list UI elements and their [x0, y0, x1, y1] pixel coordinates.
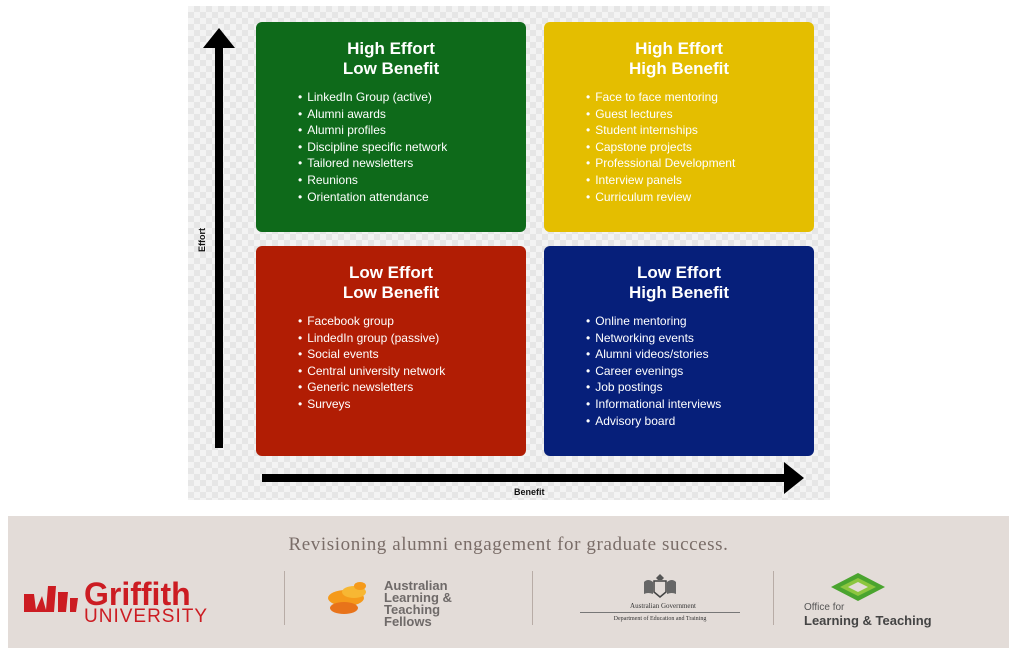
list-item: Facebook group [298, 313, 526, 330]
quadrant-title-line2: Low Benefit [342, 59, 440, 78]
x-axis-arrowhead-icon [784, 462, 804, 494]
list-item: Job postings [586, 379, 814, 396]
list-item: Reunions [298, 172, 526, 189]
altf-mark-icon [328, 582, 366, 614]
altf-wordmark: Australian Learning & Teaching Fellows [384, 578, 452, 629]
quadrant-item-list: Facebook group LindedIn group (passive) … [256, 313, 526, 413]
y-axis-arrowhead-icon [203, 28, 235, 48]
griffith-university-logo: Griffith UNIVERSITY [22, 576, 262, 627]
griffith-subtitle: UNIVERSITY [84, 606, 209, 627]
quadrant-item-list: Online mentoring Networking events Alumn… [544, 313, 814, 429]
australian-government-logo: Australian Government Department of Educ… [560, 572, 760, 630]
tagline: Revisioning alumni engagement for gradua… [288, 534, 729, 555]
list-item: Alumni profiles [298, 122, 526, 139]
altf-logo: Australian Learning & Teaching Fellows [322, 576, 492, 628]
quadrant-title: High Effort Low Benefit [256, 39, 526, 79]
coat-of-arms-icon [644, 574, 676, 598]
quadrant-high-effort-low-benefit: High Effort Low Benefit LinkedIn Group (… [256, 22, 526, 232]
list-item: Informational interviews [586, 396, 814, 413]
list-item: Discipline specific network [298, 139, 526, 156]
altf-line: Learning & [384, 590, 452, 605]
list-item: Online mentoring [586, 313, 814, 330]
list-item: Face to face mentoring [586, 89, 814, 106]
list-item: Alumni videos/stories [586, 346, 814, 363]
list-item: Central university network [298, 363, 526, 380]
quadrant-low-effort-high-benefit: Low Effort High Benefit Online mentoring… [544, 246, 814, 456]
list-item: Surveys [298, 396, 526, 413]
list-item: LindedIn group (passive) [298, 330, 526, 347]
list-item: Student internships [586, 122, 814, 139]
list-item: Curriculum review [586, 189, 814, 206]
griffith-crest-icon [24, 586, 78, 612]
griffith-wordmark: Griffith [84, 576, 191, 612]
footer-banner: Revisioning alumni engagement for gradua… [8, 516, 1009, 648]
logo-divider [773, 571, 774, 625]
quadrant-title-line2: Low Benefit [342, 283, 440, 302]
altf-line: Australian [384, 578, 448, 593]
list-item: Generic newsletters [298, 379, 526, 396]
list-item: Alumni awards [298, 106, 526, 123]
list-item: Career evenings [586, 363, 814, 380]
quadrant-title: Low Effort Low Benefit [256, 263, 526, 303]
gov-department: Department of Education and Training [613, 616, 707, 622]
x-axis-arrow [262, 474, 788, 482]
list-item: Advisory board [586, 413, 814, 430]
list-item: LinkedIn Group (active) [298, 89, 526, 106]
gov-name: Australian Government [630, 602, 696, 610]
quadrant-title-line1: High Effort [635, 39, 723, 58]
altf-line: Fellows [384, 614, 432, 629]
olt-line1: Office for [804, 602, 845, 613]
logo-divider [532, 571, 533, 625]
gov-rule [580, 612, 740, 613]
office-learning-teaching-logo: Office for Learning & Teaching [802, 572, 992, 630]
list-item: Professional Development [586, 155, 814, 172]
olt-line2: Learning & Teaching [804, 613, 932, 628]
logo-divider [284, 571, 285, 625]
quadrant-item-list: LinkedIn Group (active) Alumni awards Al… [256, 89, 526, 205]
quadrant-title-line1: Low Effort [348, 263, 434, 282]
quadrant-title-line2: High Benefit [628, 283, 730, 302]
list-item: Tailored newsletters [298, 155, 526, 172]
list-item: Interview panels [586, 172, 814, 189]
quadrant-title-line2: High Benefit [628, 59, 730, 78]
altf-line: Teaching [384, 602, 441, 617]
list-item: Social events [298, 346, 526, 363]
x-axis-label: Benefit [514, 487, 545, 497]
quadrant-title-line1: Low Effort [636, 263, 722, 282]
quadrant-title: High Effort High Benefit [544, 39, 814, 79]
quadrant-title-line1: High Effort [347, 39, 435, 58]
list-item: Orientation attendance [298, 189, 526, 206]
quadrant-high-effort-high-benefit: High Effort High Benefit Face to face me… [544, 22, 814, 232]
list-item: Capstone projects [586, 139, 814, 156]
y-axis-arrow [215, 44, 223, 448]
y-axis-label: Effort [197, 228, 207, 252]
quadrant-low-effort-low-benefit: Low Effort Low Benefit Facebook group Li… [256, 246, 526, 456]
list-item: Networking events [586, 330, 814, 347]
olt-diamond-icon [831, 573, 885, 601]
quadrant-item-list: Face to face mentoring Guest lectures St… [544, 89, 814, 205]
quadrant-title: Low Effort High Benefit [544, 263, 814, 303]
list-item: Guest lectures [586, 106, 814, 123]
